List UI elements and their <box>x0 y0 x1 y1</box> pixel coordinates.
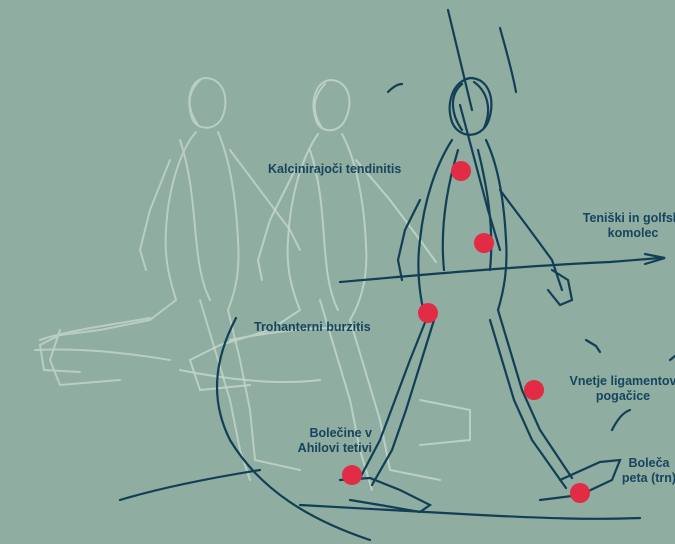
main-figure <box>120 10 675 540</box>
label-tennis-golf-elbow: Teniški in golfski komolec <box>566 211 675 241</box>
label-knee-ligament-line1: Vnetje ligamentov <box>553 374 675 389</box>
label-trochanteric-bursitis-text: Trohanterni burzitis <box>254 320 371 335</box>
marker-hip <box>418 303 438 323</box>
label-knee-ligament-line2: pogačice <box>553 389 675 404</box>
marker-achilles <box>342 465 362 485</box>
marker-heel <box>570 483 590 503</box>
marker-shoulder <box>451 161 471 181</box>
label-calcific-tendinitis-text: Kalcinirajoči tendinitis <box>268 162 401 177</box>
label-heel-line1: Boleča <box>604 456 675 471</box>
label-heel: Boleča peta (trn) <box>604 456 675 486</box>
label-calcific-tendinitis: Kalcinirajoči tendinitis <box>268 162 401 177</box>
label-achilles: Bolečine v Ahilovi tetivi <box>262 426 372 456</box>
label-achilles-line2: Ahilovi tetivi <box>262 441 372 456</box>
label-trochanteric-bursitis: Trohanterni burzitis <box>254 320 371 335</box>
label-knee-ligament: Vnetje ligamentov pogačice <box>553 374 675 404</box>
label-tennis-golf-elbow-line1: Teniški in golfski <box>566 211 675 226</box>
faded-figure-1 <box>35 78 300 480</box>
label-tennis-golf-elbow-line2: komolec <box>566 226 675 241</box>
label-achilles-line1: Bolečine v <box>262 426 372 441</box>
label-heel-line2: peta (trn) <box>604 471 675 486</box>
marker-knee <box>524 380 544 400</box>
marker-elbow <box>474 233 494 253</box>
